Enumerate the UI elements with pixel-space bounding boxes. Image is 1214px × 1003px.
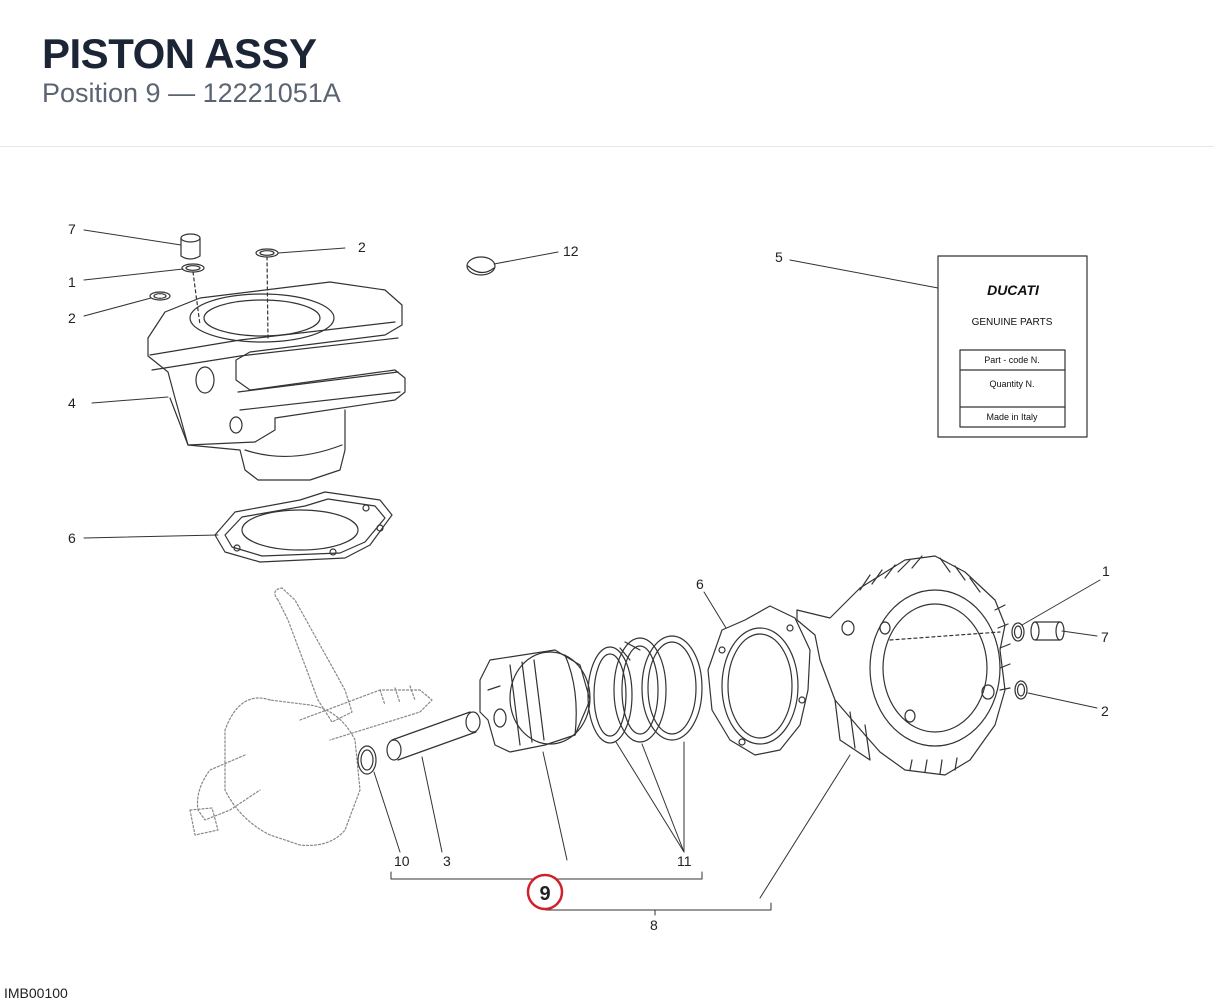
callout-2-right: 2 — [1101, 703, 1109, 719]
callout-10: 10 — [394, 853, 410, 869]
highlight-circle — [526, 873, 564, 911]
callout-9-highlighted[interactable]: 9 — [539, 883, 550, 905]
callout-12: 12 — [563, 243, 579, 259]
exploded-parts-diagram: 7 1 2 2 12 5 4 6 6 1 7 2 10 3 11 9 8 DUC… — [68, 221, 1110, 933]
callout-3: 3 — [443, 853, 451, 869]
crankshaft-drawing — [189, 587, 433, 847]
callout-4: 4 — [68, 395, 76, 411]
callout-7-right: 7 — [1101, 629, 1109, 645]
callout-5: 5 — [775, 249, 783, 265]
leader-lines — [83, 229, 1101, 916]
page-title: PISTON ASSY — [42, 30, 317, 77]
label-card-brand: DUCATI — [987, 282, 1040, 298]
subtitle-separator: — — [168, 78, 196, 108]
callout-11: 11 — [677, 853, 692, 869]
label-card-heading: GENUINE PARTS — [972, 317, 1053, 328]
callout-1-right: 1 — [1102, 563, 1110, 579]
cylinder-top-drawing — [147, 233, 406, 563]
label-card-frame — [937, 255, 1088, 438]
label-card: DUCATI GENUINE PARTS Part - code N. Quan… — [972, 282, 1053, 422]
page-header: PISTON ASSY Position 9 — 12221051A — [0, 0, 1214, 147]
label-card-row-part-code: Part - code N. — [984, 355, 1040, 365]
callout-2-top-right: 2 — [358, 239, 366, 255]
callout-labels: 7 1 2 2 12 5 4 6 6 1 7 2 10 3 11 9 8 — [68, 221, 1110, 933]
callout-2-top-left: 2 — [68, 310, 76, 326]
plug-drawing — [466, 256, 496, 276]
callout-6-right: 6 — [696, 576, 704, 592]
callout-1-top: 1 — [68, 274, 76, 290]
image-code: IMB00100 — [4, 985, 68, 1001]
label-card-row-quantity: Quantity N. — [989, 379, 1034, 389]
label-card-row-made-in: Made in Italy — [986, 412, 1038, 422]
callout-6-top: 6 — [68, 530, 76, 546]
callout-8: 8 — [650, 917, 658, 933]
piston-group-drawing — [357, 605, 811, 775]
part-code: 12221051A — [202, 78, 341, 108]
callout-7-top: 7 — [68, 221, 76, 237]
cylinder-right-drawing — [796, 555, 1065, 776]
page-subtitle: Position 9 — 12221051A — [42, 78, 341, 109]
position-label: Position 9 — [42, 78, 161, 108]
